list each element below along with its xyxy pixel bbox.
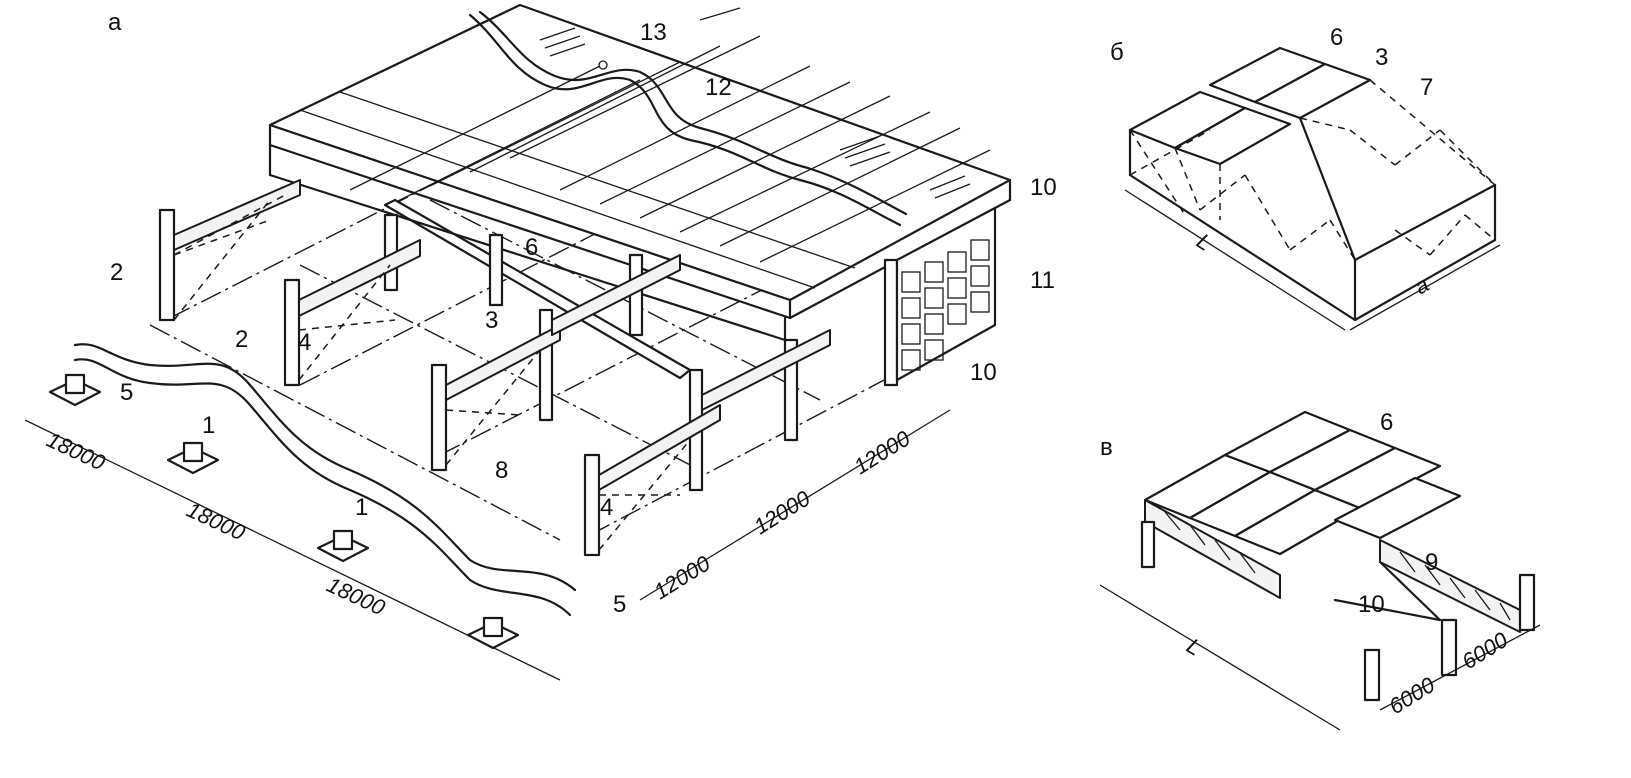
dim-18000-2: 18000: [183, 497, 250, 546]
panel-a-building: а 13 12 10 11 6 2 2 4 3 10 5 1 1 8 4 5 1…: [24, 3, 1057, 681]
foundations: [48, 373, 520, 650]
label-8: 8: [495, 457, 508, 484]
dim-v-6000-1: 6000: [1384, 672, 1439, 720]
label-2-mid: 2: [235, 326, 248, 353]
dim-12000-3: 12000: [849, 425, 915, 479]
label-b-7: 7: [1420, 74, 1433, 101]
label-b-3: 3: [1375, 44, 1388, 71]
label-13: 13: [640, 19, 667, 46]
crane-beams: [173, 179, 831, 491]
label-b-6: 6: [1330, 24, 1343, 51]
label-4-left: 4: [298, 329, 311, 356]
label-10-top: 10: [1030, 174, 1057, 201]
label-5-right: 5: [613, 591, 626, 618]
label-3: 3: [485, 307, 498, 334]
label-11: 11: [1030, 267, 1055, 294]
v-columns: [1140, 520, 1536, 702]
bracing: [173, 194, 691, 551]
panel-label-b: б: [1110, 39, 1124, 66]
panel-label-v: в: [1100, 434, 1113, 461]
label-6: 6: [525, 234, 538, 261]
dim-v-6000-2: 6000: [1457, 627, 1512, 675]
dim-12000-1: 12000: [649, 550, 715, 604]
roof-panel-joints: [299, 35, 991, 289]
panel-label-a: а: [108, 9, 122, 36]
panel-b-module: б: [1110, 24, 1501, 331]
dim-12000-2: 12000: [749, 485, 815, 539]
foundation-beam-wave: [73, 343, 577, 592]
label-v-10: 10: [1358, 591, 1385, 618]
vent-point: [598, 60, 608, 70]
panel-v-truss-system: в: [1099, 409, 1541, 731]
label-4-right: 4: [600, 494, 613, 521]
label-12: 12: [705, 74, 732, 101]
label-v-6: 6: [1380, 409, 1393, 436]
label-2-left: 2: [110, 259, 123, 286]
end-wall-windows: [901, 239, 990, 371]
label-5-left: 5: [120, 379, 133, 406]
label-1-left: 1: [202, 412, 215, 439]
label-v-9: 9: [1425, 549, 1438, 576]
dim-18000-3: 18000: [323, 572, 390, 621]
glass-hatch: [539, 7, 971, 199]
dim-18000-1: 18000: [43, 427, 110, 476]
truss-webs: [1164, 511, 1511, 621]
label-1-right: 1: [355, 494, 368, 521]
label-10-bottom: 10: [970, 359, 997, 386]
dim-b-L: L: [1192, 228, 1216, 256]
dimension-lines: [24, 409, 951, 681]
module-trusses: [1129, 79, 1496, 261]
roof-cutaway-edge: [468, 13, 902, 227]
